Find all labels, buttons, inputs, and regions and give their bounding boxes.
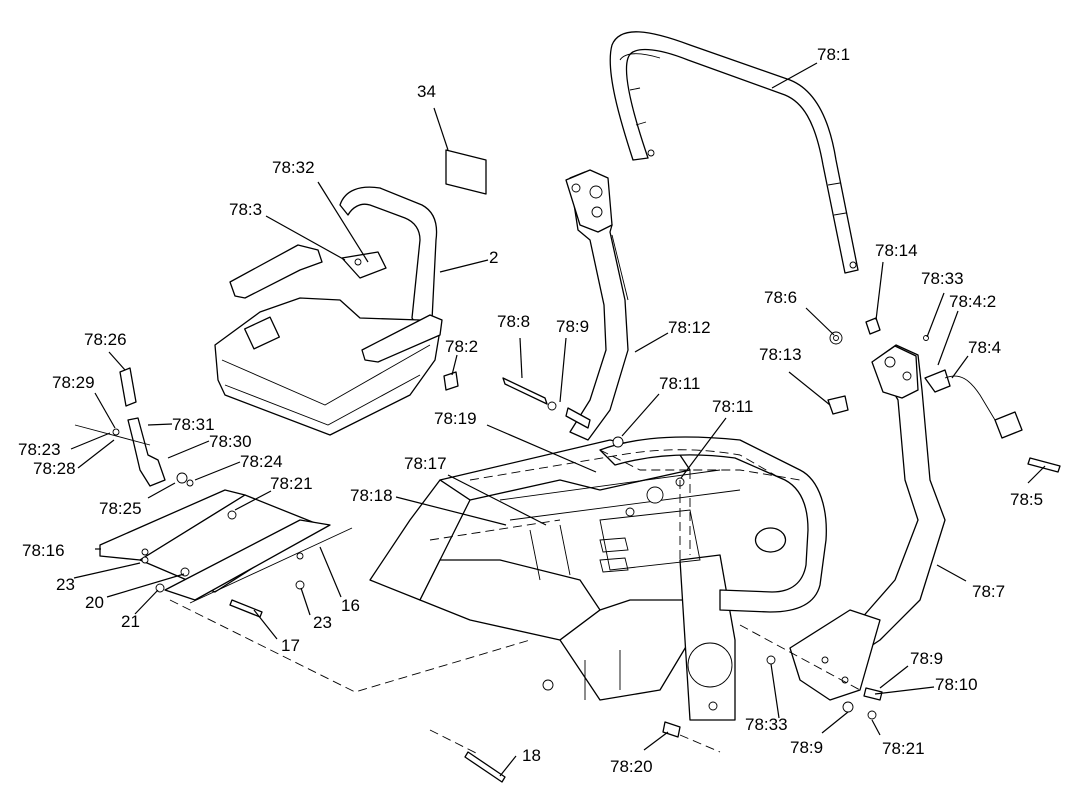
callout-21: 21 xyxy=(121,612,140,631)
callout-17: 17 xyxy=(281,636,300,655)
callout-78-19: 78:19 xyxy=(434,409,477,428)
callout-78-9-right: 78:9 xyxy=(910,649,943,668)
callout-78-4-2: 78:4:2 xyxy=(949,292,996,311)
callout-78-5: 78:5 xyxy=(1010,490,1043,509)
leader-lines xyxy=(70,62,1046,777)
callout-labels: 78:1 34 78:32 78:3 2 78:14 78:33 78:6 78… xyxy=(18,45,1043,776)
callout-78-12: 78:12 xyxy=(668,318,711,337)
left-roll-bar-upright xyxy=(565,169,629,441)
callout-78-17: 78:17 xyxy=(404,454,447,473)
callout-78-28: 78:28 xyxy=(33,459,76,478)
callout-78-9-top: 78:9 xyxy=(556,317,589,336)
callout-34: 34 xyxy=(417,82,436,101)
callout-78-21-top: 78:21 xyxy=(270,474,313,493)
roll-bar-hoop xyxy=(609,31,859,274)
callout-78-21-bottom: 78:21 xyxy=(882,739,925,758)
callout-23-left: 23 xyxy=(56,575,75,594)
callout-78-3: 78:3 xyxy=(229,200,262,219)
callout-78-8: 78:8 xyxy=(497,312,530,331)
callout-78-24: 78:24 xyxy=(240,452,283,471)
callout-23-right: 23 xyxy=(313,613,332,632)
callout-20: 20 xyxy=(85,593,104,612)
callout-78-31: 78:31 xyxy=(172,415,215,434)
callout-78-33-bottom: 78:33 xyxy=(745,715,788,734)
callout-16: 16 xyxy=(341,596,360,615)
callout-78-26: 78:26 xyxy=(84,330,127,349)
callout-78-11-left: 78:11 xyxy=(659,374,700,393)
callout-18: 18 xyxy=(522,746,541,765)
callout-78-14: 78:14 xyxy=(875,241,918,260)
callout-78-9-bottom: 78:9 xyxy=(790,738,823,757)
callout-78-11-right: 78:11 xyxy=(712,397,753,416)
callout-2: 2 xyxy=(489,248,498,267)
callout-78-4: 78:4 xyxy=(968,338,1001,357)
callout-78-23: 78:23 xyxy=(18,440,61,459)
callout-78-1: 78:1 xyxy=(817,45,850,64)
seat xyxy=(214,186,443,436)
hardware xyxy=(141,317,1061,783)
callout-78-13: 78:13 xyxy=(759,345,802,364)
callout-78-25: 78:25 xyxy=(99,499,142,518)
callout-78-18: 78:18 xyxy=(350,486,393,505)
callout-78-7: 78:7 xyxy=(972,582,1005,601)
right-roll-bar-upright xyxy=(789,344,946,701)
callout-78-33-top: 78:33 xyxy=(921,269,964,288)
callout-78-29: 78:29 xyxy=(52,373,95,392)
callout-78-6: 78:6 xyxy=(764,288,797,307)
callout-78-32: 78:32 xyxy=(272,158,315,177)
callout-78-30: 78:30 xyxy=(209,432,252,451)
callout-78-20: 78:20 xyxy=(610,757,653,776)
callout-78-16: 78:16 xyxy=(22,541,65,560)
decal xyxy=(445,149,487,195)
main-frame xyxy=(369,436,827,721)
callout-78-10: 78:10 xyxy=(935,675,978,694)
callout-78-2: 78:2 xyxy=(445,337,478,356)
seat-adjust-lever xyxy=(74,367,194,487)
